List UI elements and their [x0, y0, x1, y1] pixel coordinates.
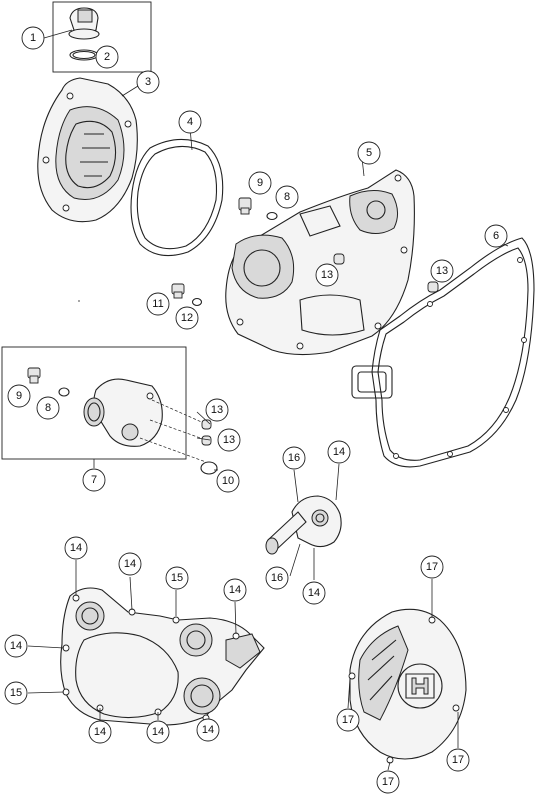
svg-text:17: 17	[382, 776, 394, 788]
svg-text:14: 14	[308, 587, 320, 599]
svg-text:13: 13	[436, 265, 448, 277]
svg-text:14: 14	[124, 558, 136, 570]
svg-text:16: 16	[271, 572, 283, 584]
inner-cover-gasket	[351, 237, 535, 468]
screw-plug-upper	[238, 197, 252, 215]
callout-13-inner: 13	[315, 263, 339, 287]
dowel-13b	[427, 281, 439, 293]
svg-text:5: 5	[366, 147, 372, 159]
water-pump-cover	[83, 378, 163, 447]
callout-6: 6	[484, 224, 508, 248]
callout-12: 12	[175, 306, 199, 330]
dowel-13c	[201, 419, 212, 430]
callout-15-top: 15	[165, 566, 189, 590]
callout-14-a: 14	[64, 536, 88, 560]
svg-text:12: 12	[181, 312, 193, 324]
svg-text:13: 13	[211, 404, 223, 416]
callout-17-bottom: 17	[376, 770, 400, 794]
callout-9-lower: 9	[7, 384, 31, 408]
callout-14-e: 14	[88, 720, 112, 744]
callout-13-pump-a: 13	[205, 398, 229, 422]
svg-text:15: 15	[10, 687, 22, 699]
callout-2: 2	[95, 45, 119, 69]
callout-16-upper: 16	[282, 446, 306, 470]
callout-13-gasket: 13	[430, 259, 454, 283]
svg-text:14: 14	[333, 446, 345, 458]
svg-text:7: 7	[91, 474, 97, 486]
svg-text:14: 14	[229, 584, 241, 596]
clutch-cover-assembled	[348, 608, 467, 764]
water-pump-housing	[265, 495, 342, 555]
callout-11: 11	[146, 292, 170, 316]
inner-cover-assembled	[60, 587, 265, 726]
svg-text:17: 17	[342, 714, 354, 726]
callout-9-upper: 9	[248, 171, 272, 195]
seal-ring-upper	[266, 211, 278, 221]
svg-text:8: 8	[284, 191, 290, 203]
svg-text:9: 9	[16, 390, 22, 402]
callout-14-g: 14	[196, 718, 220, 742]
callout-14-d: 14	[4, 634, 28, 658]
svg-text:14: 14	[202, 724, 214, 736]
svg-text:15: 15	[171, 572, 183, 584]
o-ring	[69, 49, 99, 61]
callout-8-lower: 8	[36, 396, 60, 420]
callout-16-lower: 16	[265, 566, 289, 590]
svg-text:14: 14	[94, 726, 106, 738]
filler-plug-group-box	[52, 1, 152, 73]
callout-13-pump-b: 13	[217, 428, 241, 452]
svg-text:4: 4	[187, 116, 193, 128]
svg-text:14: 14	[10, 640, 22, 652]
callout-3: 3	[136, 70, 160, 94]
callout-14-c: 14	[223, 578, 247, 602]
callout-17-right: 17	[446, 748, 470, 772]
svg-text:3: 3	[145, 76, 151, 88]
svg-text:17: 17	[452, 754, 464, 766]
svg-text:14: 14	[70, 542, 82, 554]
screw-plug-11	[171, 283, 185, 299]
svg-text:14: 14	[152, 726, 164, 738]
svg-text:2: 2	[104, 51, 110, 63]
callout-5: 5	[357, 141, 381, 165]
svg-text:6: 6	[493, 230, 499, 242]
callout-8-upper: 8	[275, 185, 299, 209]
svg-text:1: 1	[30, 32, 36, 44]
dowel-13a	[333, 253, 345, 265]
svg-text:10: 10	[222, 475, 234, 487]
svg-text:9: 9	[257, 177, 263, 189]
svg-text:8: 8	[45, 402, 51, 414]
callout-17-top: 17	[420, 555, 444, 579]
svg-text:17: 17	[426, 561, 438, 573]
screw-plug-9-lower	[27, 367, 41, 384]
seal-ring-8-lower	[58, 387, 70, 397]
callout-17-left: 17	[336, 708, 360, 732]
filler-plug	[68, 7, 100, 40]
clutch-cover-gasket	[130, 138, 224, 257]
callout-14-b: 14	[118, 552, 142, 576]
svg-text:16: 16	[288, 452, 300, 464]
callout-14-f: 14	[146, 720, 170, 744]
o-ring-10	[200, 461, 218, 475]
seal-ring-12	[191, 297, 203, 307]
callout-4: 4	[178, 110, 202, 134]
callout-7: 7	[82, 468, 106, 492]
callout-10: 10	[216, 469, 240, 493]
svg-text:11: 11	[152, 298, 163, 310]
svg-text:13: 13	[223, 434, 235, 446]
svg-text:13: 13	[321, 269, 333, 281]
callout-14-pump-upper: 14	[327, 440, 351, 464]
clutch-cover	[37, 77, 138, 223]
callout-14-pump-lower: 14	[302, 581, 326, 605]
inner-cover	[225, 169, 415, 356]
callout-15-left: 15	[4, 681, 28, 705]
callout-1: 1	[21, 26, 45, 50]
dowel-13d	[201, 435, 212, 446]
